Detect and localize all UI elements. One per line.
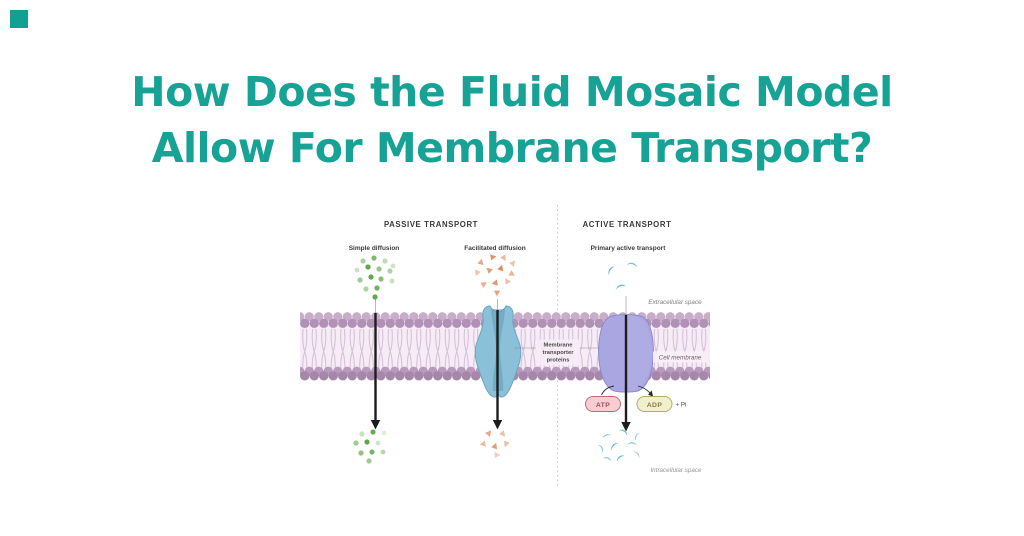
transporter-caption-line1: Membrane xyxy=(544,343,574,349)
cell-membrane-label: Cell membrane xyxy=(659,355,702,362)
atp-curve-arrow xyxy=(601,385,615,396)
blue-solute-particles-top xyxy=(608,262,638,290)
active-transport-title: ACTIVE TRANSPORT xyxy=(583,220,672,229)
simple-diffusion-label: Simple diffusion xyxy=(349,245,400,252)
green-solute-particles-bottom xyxy=(353,429,387,464)
blue-solute-particles-bottom xyxy=(598,429,640,462)
transporter-caption: Membrane transporter proteins xyxy=(514,339,600,366)
adp-badge-label: ADP xyxy=(647,402,663,409)
cell-membrane-label-plate xyxy=(653,351,707,363)
page-title-line1: How Does the Fluid Mosaic Model xyxy=(131,68,893,116)
atp-adp-cycle: ATP ADP + Pi xyxy=(585,385,687,412)
pi-label: + Pi xyxy=(676,402,687,409)
transporter-caption-line3: proteins xyxy=(547,358,570,364)
page-title: How Does the Fluid Mosaic Model Allow Fo… xyxy=(0,64,1024,176)
membrane-transport-diagram: PASSIVE TRANSPORT ACTIVE TRANSPORT Simpl… xyxy=(300,205,710,488)
extracellular-space-label: Extracellular space xyxy=(648,299,702,306)
active-transport-arrow xyxy=(621,296,631,432)
green-solute-particles-top xyxy=(354,255,396,300)
transporter-caption-line2: transporter xyxy=(543,350,575,356)
adp-curve-arrowhead xyxy=(648,390,654,397)
pump-protein-highlight xyxy=(626,314,652,392)
orange-solute-particles-bottom xyxy=(479,430,510,459)
facilitated-diffusion-arrow xyxy=(492,299,503,430)
atp-badge-label: ATP xyxy=(596,402,610,409)
page-title-line2: Allow For Membrane Transport? xyxy=(151,124,873,172)
passive-transport-title: PASSIVE TRANSPORT xyxy=(384,220,478,229)
primary-active-transport-label: Primary active transport xyxy=(591,245,667,252)
adp-badge xyxy=(636,396,673,412)
orange-solute-particles-top xyxy=(474,254,516,297)
atp-badge xyxy=(585,396,621,412)
facilitated-diffusion-label: Facilitated diffusion xyxy=(464,245,525,252)
intracellular-space-label: Intracellular space xyxy=(650,467,702,474)
corner-accent-square xyxy=(10,10,28,28)
membrane-transport-figure: PASSIVE TRANSPORT ACTIVE TRANSPORT Simpl… xyxy=(285,198,739,498)
